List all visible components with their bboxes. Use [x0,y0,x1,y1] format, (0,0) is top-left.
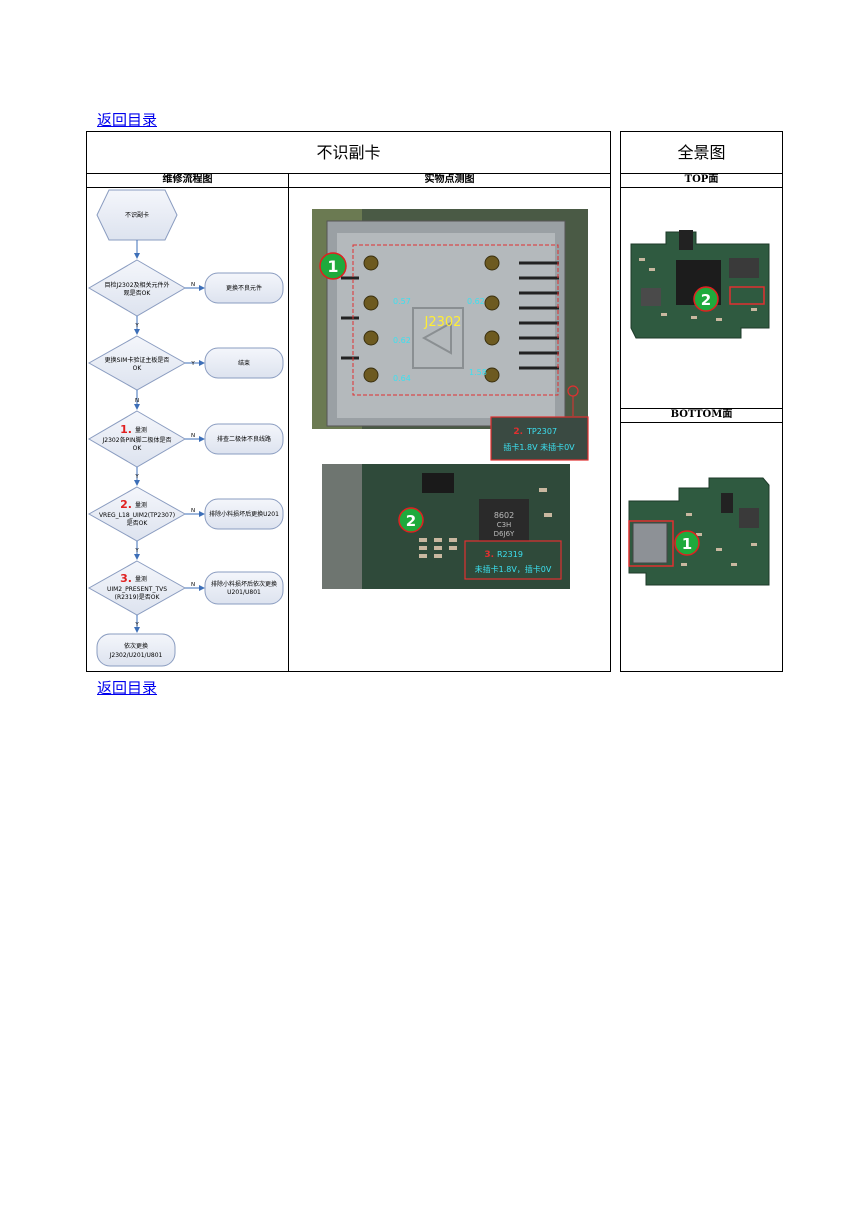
svg-text:J2302/U201/U801: J2302/U201/U801 [109,652,163,659]
svg-text:TP2307: TP2307 [526,427,557,436]
svg-text:Y: Y [190,361,195,367]
bottom-side-header: BOTTOM面 [670,409,733,420]
panorama-table: 全景图 TOP面 BOTTOM面 2 1 [620,131,783,672]
action-check-diode-circuit: 排查二极体不良线路 [204,423,284,455]
svg-text:更换SIM卡验证主板是否: 更换SIM卡验证主板是否 [105,356,170,364]
start-label: 不识副卡 [125,211,149,219]
bottom-board-image: 1 [628,477,770,586]
divider [621,408,782,409]
action-replace-u201-u801: 排除小料损坏后依次更换 U201/U801 [204,571,284,605]
end-node: 依次更换 J2302/U201/U801 [96,633,176,667]
divider [621,422,782,423]
svg-text:OK: OK [133,445,143,452]
svg-text:U201/U801: U201/U801 [227,589,261,596]
r2319-label: 3. R2319 未插卡1.8V，插卡0V [464,540,562,580]
svg-text:OK: OK [133,365,143,372]
svg-text:2: 2 [406,512,416,530]
svg-text:1.58: 1.58 [469,368,487,377]
svg-text:Y: Y [134,548,139,554]
svg-text:R2319: R2319 [497,550,523,559]
svg-text:N: N [191,433,195,439]
svg-text:结束: 结束 [238,359,250,367]
decision-visual-check: 目检J2302及相关元件外 观是否OK [88,259,186,317]
svg-text:2.: 2. [513,427,523,437]
decision-measure-tvs: 3. 量测 UIM2_PRESENT_TVS (R2319)是否OK [87,560,187,616]
column-divider [288,173,289,671]
svg-text:是否OK: 是否OK [127,520,149,527]
pin-values: 0.57 0.62 0.64 0.62 1.58 [393,297,487,383]
svg-text:0.62: 0.62 [467,297,485,306]
marker-1: 1 [319,252,347,280]
svg-text:排除小料损坏后更换U201: 排除小料损坏后更换U201 [209,510,279,518]
svg-text:1: 1 [682,535,692,553]
svg-text:0.57: 0.57 [393,297,411,306]
decision-swap-sim: 更换SIM卡验证主板是否 OK [87,335,187,391]
svg-text:N: N [191,282,195,288]
board-area-photo: 8602 C3H D6J6Y [322,464,570,589]
divider [87,173,610,174]
back-to-index-link-bottom[interactable]: 返回目录 [97,679,158,697]
svg-text:UIM2_PRESENT_TVS: UIM2_PRESENT_TVS [107,586,167,593]
measurement-photo: 1 J2302 0.57 0.62 0.64 0.62 1.58 2. TP23… [312,209,589,589]
svg-text:0.62: 0.62 [393,336,411,345]
top-side-header: TOP面 [684,174,719,185]
svg-text:D6J6Y: D6J6Y [494,530,515,538]
divider [87,187,610,188]
panorama-title: 全景图 [677,143,726,162]
flowchart-column-header: 维修流程图 [162,174,213,185]
svg-text:2.: 2. [120,498,132,511]
svg-text:2: 2 [701,291,711,309]
connector-name: J2302 [424,315,462,330]
svg-text:(R2319)是否OK: (R2319)是否OK [115,594,161,601]
divider [621,173,782,174]
table-title: 不识副卡 [316,143,381,162]
svg-text:N: N [191,508,195,514]
svg-text:N: N [191,582,195,588]
svg-text:更换不良元件: 更换不良元件 [226,284,262,292]
svg-text:插卡1.8V 未插卡0V: 插卡1.8V 未插卡0V [503,442,575,452]
main-table: 不识副卡 维修流程图 实物点测图 不识副卡 目检J2302及相关元件外 观是否O… [86,131,611,672]
start-node: 不识副卡 [96,189,178,241]
action-replace-bad-part: 更换不良元件 [204,272,284,304]
repair-flowchart: 不识副卡 目检J2302及相关元件外 观是否OK N 更换不良元件 Y 更换SI… [87,189,284,667]
svg-text:未插卡1.8V，插卡0V: 未插卡1.8V，插卡0V [475,564,552,574]
top-marker-2: 2 [693,286,719,312]
sim-connector-photo [312,209,588,429]
divider [621,187,782,188]
svg-text:量测: 量测 [135,426,147,434]
decision-measure-diode: 1. 量测 J2302各PIN脚二极体是否 OK [88,410,186,468]
svg-text:0.64: 0.64 [393,374,411,383]
svg-text:VREG_L18_UIM2(TP2307): VREG_L18_UIM2(TP2307) [99,512,175,519]
svg-text:Y: Y [134,622,139,628]
svg-text:C3H: C3H [497,521,512,529]
photo-column-header: 实物点测图 [424,174,475,185]
svg-text:J2302各PIN脚二极体是否: J2302各PIN脚二极体是否 [102,436,172,444]
svg-text:8602: 8602 [494,511,514,520]
tp2307-label: 2. TP2307 插卡1.8V 未插卡0V [490,416,589,461]
svg-text:排除小料损坏后依次更换: 排除小料损坏后依次更换 [211,580,277,588]
bottom-marker-1: 1 [674,530,700,556]
svg-text:Y: Y [134,474,139,480]
svg-text:N: N [135,398,139,404]
svg-text:目检J2302及相关元件外: 目检J2302及相关元件外 [104,281,169,289]
decision-measure-vreg: 2. 量测 VREG_L18_UIM2(TP2307) 是否OK [87,486,187,542]
back-to-index-link[interactable]: 返回目录 [97,111,158,129]
svg-text:1.: 1. [120,423,132,436]
action-replace-u201: 排除小料损坏后更换U201 [204,498,284,530]
svg-text:3.: 3. [484,550,494,560]
svg-text:3.: 3. [120,572,132,585]
svg-text:排查二极体不良线路: 排查二极体不良线路 [217,435,271,443]
marker-2: 2 [398,507,424,533]
svg-text:Y: Y [134,323,139,329]
svg-text:观是否OK: 观是否OK [124,290,152,297]
svg-text:1: 1 [327,257,338,276]
action-end: 结束 [204,347,284,379]
svg-text:量测: 量测 [135,575,147,583]
svg-text:量测: 量测 [135,501,147,509]
svg-text:依次更换: 依次更换 [124,642,148,650]
top-board-image: 2 [630,230,770,339]
